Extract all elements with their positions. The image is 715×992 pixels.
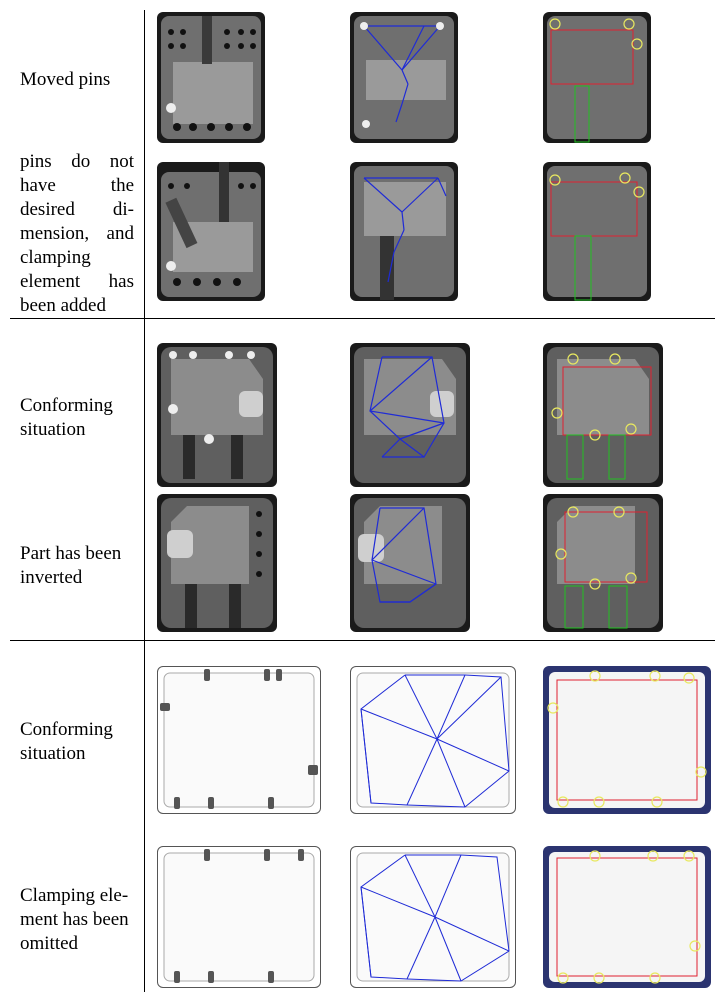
- frame-photo-original: [157, 846, 321, 988]
- row-label-conforming-1: Conforming situation: [20, 394, 134, 442]
- fixture-photo-detection: [543, 12, 651, 143]
- label-line: Conforming: [20, 395, 113, 416]
- frame-photo-detection: [543, 666, 711, 814]
- part-photo-graph: [350, 343, 470, 487]
- label-line: situation: [20, 743, 86, 764]
- row-label-clamp-omitted: Clamping ele- ment has been omitted: [20, 884, 134, 956]
- row-label-pins-dimension: pins do not have the desired di- mension…: [20, 150, 134, 318]
- fixture-photo-graph: [350, 12, 458, 143]
- row-label-inverted: Part has been inverted: [20, 542, 134, 590]
- label-line: Clamping ele-: [20, 885, 129, 906]
- label-line: Moved pins: [20, 69, 111, 90]
- label-line: been added: [20, 295, 106, 316]
- label-line: element has: [20, 271, 134, 292]
- label-line: omitted: [20, 933, 79, 954]
- label-line: pins do not: [20, 151, 134, 172]
- label-line: Part has been: [20, 543, 122, 564]
- row-label-moved-pins: Moved pins: [20, 68, 134, 92]
- fixture-photo-original: [157, 12, 265, 143]
- label-line: situation: [20, 419, 86, 440]
- label-line: mension, and: [20, 223, 134, 244]
- label-line: ment has been: [20, 909, 129, 930]
- label-line: Conforming: [20, 719, 113, 740]
- frame-photo-graph: [350, 666, 516, 814]
- row-label-conforming-2: Conforming situation: [20, 718, 134, 766]
- label-line: inverted: [20, 567, 83, 588]
- section-divider-1: [10, 318, 715, 319]
- frame-photo-original: [157, 666, 321, 814]
- column-divider: [144, 10, 145, 992]
- part-photo-detection: [543, 343, 663, 487]
- section-divider-2: [10, 640, 715, 641]
- label-line: clamping: [20, 247, 91, 268]
- part-photo-original: [157, 343, 277, 487]
- frame-photo-detection: [543, 846, 711, 988]
- label-line: have the: [20, 175, 134, 196]
- label-line: desired di-: [20, 199, 134, 220]
- frame-photo-graph: [350, 846, 516, 988]
- part-photo-original: [157, 494, 277, 632]
- fixture-photo-original: [157, 162, 265, 301]
- fixture-photo-detection: [543, 162, 651, 301]
- part-photo-detection: [543, 494, 663, 632]
- part-photo-graph: [350, 494, 470, 632]
- fixture-photo-graph: [350, 162, 458, 301]
